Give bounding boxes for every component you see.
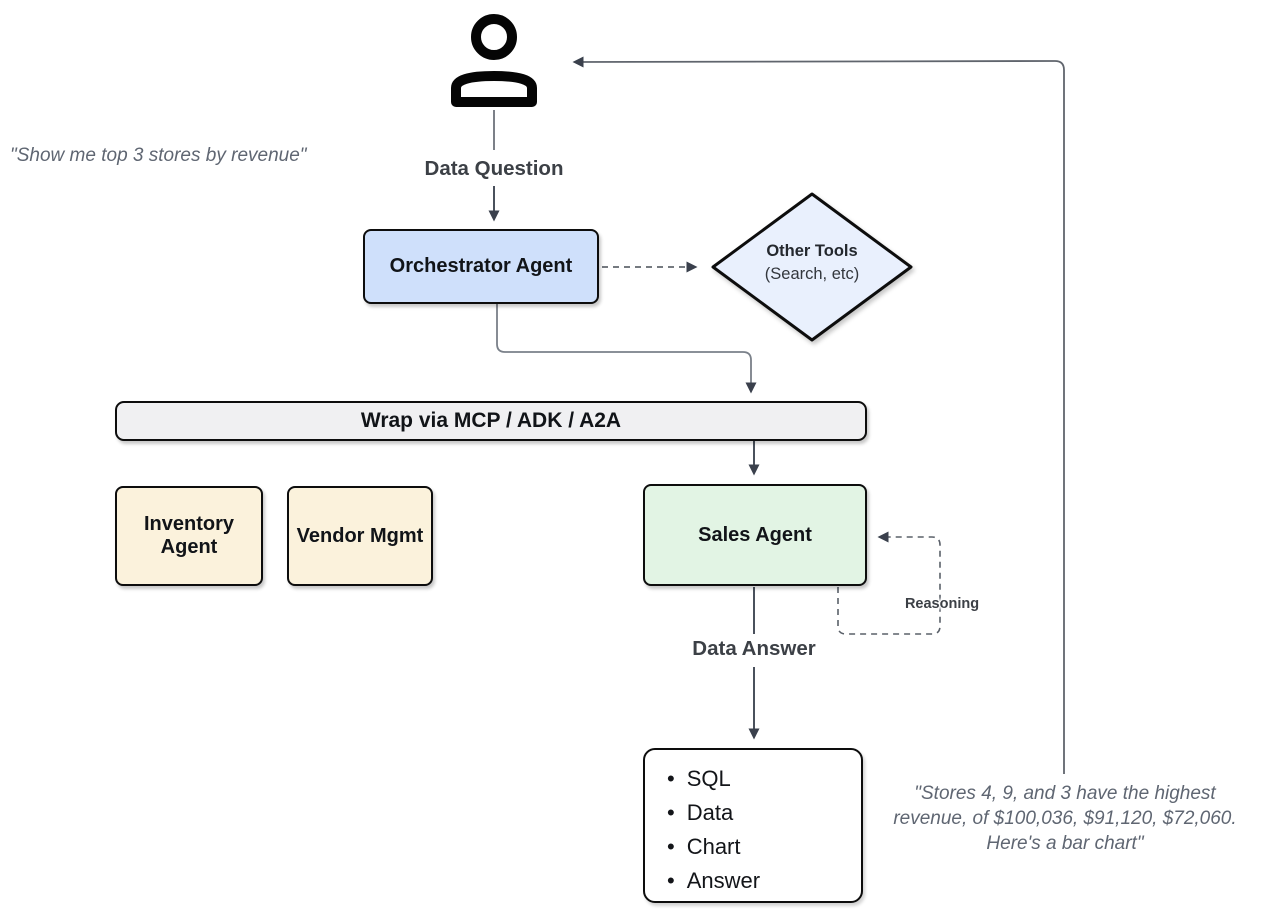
node-other-tools-label: Other Tools (Search, etc) [722, 240, 902, 286]
person-icon [448, 12, 540, 110]
node-output-box: SQL Data Chart Answer [643, 748, 863, 903]
data-answer-label: Data Answer [692, 637, 816, 660]
other-tools-subtitle: (Search, etc) [764, 265, 860, 283]
output-item-sql: SQL [667, 762, 851, 796]
output-item-answer: Answer [667, 864, 851, 898]
wrap-bar-label: Wrap via MCP / ADK / A2A [360, 409, 622, 432]
other-tools-diamond [711, 192, 913, 342]
node-inventory-agent: Inventory Agent [115, 486, 263, 586]
edge-return-to-user [572, 56, 1065, 774]
node-wrap-bar: Wrap via MCP / ADK / A2A [115, 401, 867, 441]
output-item-chart: Chart [667, 830, 851, 864]
result-quote-line2: revenue, of $100,036, $91,120, $72,060. [893, 808, 1237, 829]
other-tools-title: Other Tools [766, 242, 858, 260]
sales-label: Sales Agent [698, 523, 812, 546]
data-question-label: Data Question [424, 157, 564, 180]
reasoning-label: Reasoning [904, 596, 980, 612]
orchestrator-label: Orchestrator Agent [389, 255, 573, 277]
output-item-data: Data [667, 796, 851, 830]
node-sales-agent: Sales Agent [643, 484, 867, 586]
result-quote-line3: Here's a bar chart" [986, 833, 1144, 854]
node-orchestrator-agent: Orchestrator Agent [363, 229, 599, 304]
result-quote: "Stores 4, 9, and 3 have the highest rev… [866, 781, 1264, 856]
edge-orchestrator-to-wrap [496, 304, 757, 394]
user-quote: "Show me top 3 stores by revenue" [10, 145, 307, 166]
vendor-label: Vendor Mgmt [296, 524, 424, 547]
edge-reasoning-loop [837, 531, 941, 635]
result-quote-line1: "Stores 4, 9, and 3 have the highest [914, 783, 1216, 804]
inventory-label: Inventory Agent [143, 513, 235, 558]
node-vendor-mgmt: Vendor Mgmt [287, 486, 433, 586]
